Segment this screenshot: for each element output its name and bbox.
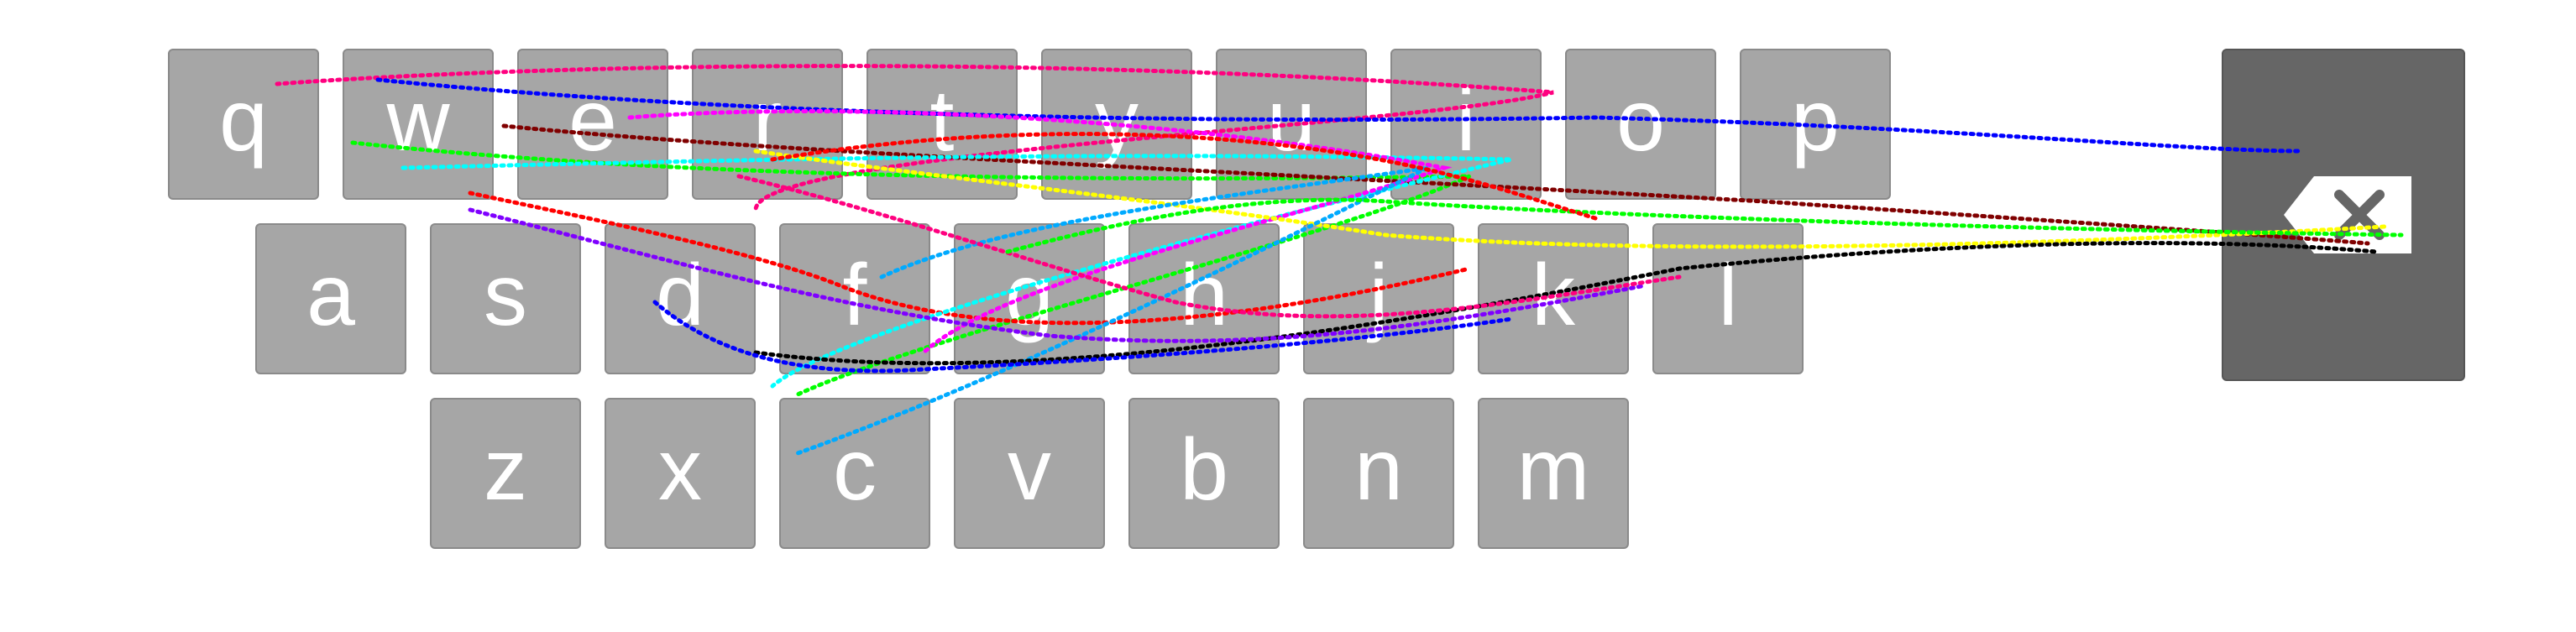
key-e[interactable]: e	[517, 49, 668, 200]
key-label: x	[658, 421, 702, 519]
key-s[interactable]: s	[430, 223, 581, 374]
key-o[interactable]: o	[1565, 49, 1716, 200]
key-b[interactable]: b	[1128, 398, 1280, 549]
key-y[interactable]: y	[1041, 49, 1192, 200]
key-label: k	[1531, 247, 1575, 344]
key-c[interactable]: c	[779, 398, 930, 549]
key-a[interactable]: a	[255, 223, 406, 374]
key-u[interactable]: u	[1216, 49, 1367, 200]
backspace-icon	[2284, 176, 2411, 253]
key-q[interactable]: q	[168, 49, 319, 200]
key-w[interactable]: w	[343, 49, 494, 200]
key-m[interactable]: m	[1478, 398, 1629, 549]
key-label: s	[484, 247, 527, 344]
key-label: l	[1718, 247, 1738, 344]
key-l[interactable]: l	[1652, 223, 1804, 374]
key-g[interactable]: g	[954, 223, 1105, 374]
key-label: g	[1005, 247, 1054, 344]
key-r[interactable]: r	[692, 49, 843, 200]
key-label: o	[1616, 72, 1665, 170]
key-label: b	[1180, 421, 1228, 519]
key-label: q	[219, 72, 268, 170]
key-label: y	[1095, 72, 1139, 170]
key-v[interactable]: v	[954, 398, 1105, 549]
key-k[interactable]: k	[1478, 223, 1629, 374]
key-label: d	[656, 247, 704, 344]
key-label: t	[929, 72, 955, 170]
key-x[interactable]: x	[605, 398, 756, 549]
key-label: m	[1516, 421, 1590, 519]
key-label: i	[1456, 72, 1476, 170]
key-label: f	[842, 247, 867, 344]
key-label: h	[1180, 247, 1228, 344]
key-label: n	[1354, 421, 1403, 519]
key-label: u	[1267, 72, 1316, 170]
key-i[interactable]: i	[1390, 49, 1542, 200]
key-n[interactable]: n	[1303, 398, 1454, 549]
key-label: w	[386, 72, 450, 170]
key-label: p	[1791, 72, 1840, 170]
key-label: z	[484, 421, 527, 519]
key-label: r	[752, 72, 783, 170]
key-f[interactable]: f	[779, 223, 930, 374]
key-t[interactable]: t	[867, 49, 1018, 200]
key-p[interactable]: p	[1740, 49, 1891, 200]
key-label: j	[1369, 247, 1389, 344]
key-z[interactable]: z	[430, 398, 581, 549]
key-label: v	[1008, 421, 1051, 519]
key-label: a	[306, 247, 355, 344]
key-h[interactable]: h	[1128, 223, 1280, 374]
key-j[interactable]: j	[1303, 223, 1454, 374]
key-label: c	[833, 421, 877, 519]
key-d[interactable]: d	[605, 223, 756, 374]
key-label: e	[568, 72, 617, 170]
